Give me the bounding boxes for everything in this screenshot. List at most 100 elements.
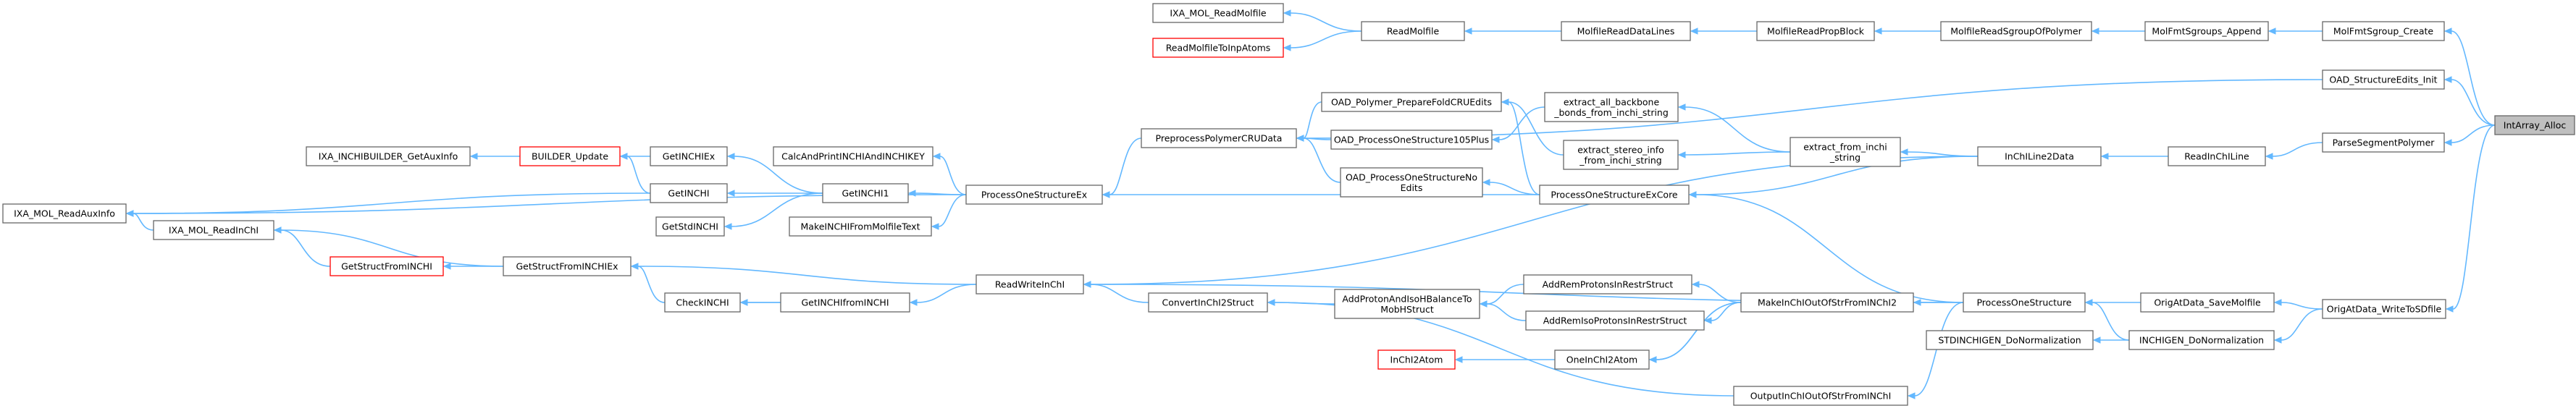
graph-edge-processonestructure-to-outputinchioutofstrfrominchi: [1907, 302, 1964, 399]
graph-node-makeinchifrommolfiletext[interactable]: MakeINCHIFromMolfileText: [789, 216, 932, 237]
graph-node-box: [2168, 146, 2266, 166]
graph-node-box: [976, 274, 1084, 295]
graph-node-ixa-inchibuilder-getauxinfo[interactable]: IXA_INCHIBUILDER_GetAuxInfo: [306, 146, 471, 166]
graph-edge-stdinchigen-donormalization-to-inchigen-donormalization: [2092, 336, 2129, 344]
graph-node-addremprotonsinrestrstruct[interactable]: AddRemProtonsInRestrStruct: [1523, 274, 1692, 295]
graph-node-label: OrigAtData_WriteToSDfile: [2327, 304, 2442, 315]
graph-edge-getinchifrominchi-to-checkinchi: [739, 299, 781, 306]
graph-node-readmolfile[interactable]: ReadMolfile: [1361, 21, 1465, 41]
graph-node-extract-stereo-info[interactable]: extract_stereo_info_from_inchi_string: [1563, 140, 1679, 170]
graph-node-addremisoprotonsinrestrstruct[interactable]: AddRemIsoProtonsInRestrStruct: [1525, 310, 1705, 331]
graph-edge-ixa-mol-readinchi-to-getstructfrominchiex: [273, 226, 504, 267]
graph-node-preprocesspolymercrudata[interactable]: PreprocessPolymerCRUData: [1141, 128, 1297, 148]
graph-edge-extract-from-inchi-string-to-inchiline2data: [1900, 148, 1979, 157]
graph-node-molfilereadsgroupofpolymer[interactable]: MolfileReadSgroupOfPolymer: [1940, 21, 2092, 41]
graph-node-box: [650, 183, 728, 203]
graph-node-inchiline2data[interactable]: InChILine2Data: [1977, 146, 2102, 166]
graph-node-oad-processonestructure105plus[interactable]: OAD_ProcessOneStructure105Plus: [1330, 130, 1493, 150]
graph-node-box: [1141, 128, 1297, 148]
graph-node-outputinchioutofstrfrominchi[interactable]: OutputInChIOutOfStrFromINChI: [1733, 386, 1908, 406]
graph-edge-convertinchi2struct-to-readwriteinchi: [1083, 281, 1149, 303]
graph-node-label: _from_inchi_string: [1579, 155, 1661, 166]
graph-node-label: extract_all_backbone: [1564, 96, 1660, 107]
graph-node-box: [2128, 330, 2275, 350]
graph-node-checkinchi[interactable]: CheckINCHI: [664, 292, 741, 313]
graph-edge-getstructfrominchiex-to-readwriteinchi: [630, 263, 977, 285]
graph-node-label: IXA_MOL_ReadAuxInfo: [14, 208, 115, 219]
graph-node-label: STDINCHIGEN_DoNormalization: [1938, 335, 2081, 346]
graph-edge-extract-stereo-info-to-extract-from-inchi-string: [1677, 151, 1791, 158]
graph-node-label: _bonds_from_inchi_string: [1553, 107, 1669, 118]
graph-edge-origatdata-writetosdfile-to-inchigen-donormalization: [2273, 308, 2323, 344]
graph-node-getinchifrominchi[interactable]: GetINCHIfromINCHI: [780, 292, 910, 313]
graph-node-convertinchi2struct[interactable]: ConvertInChI2Struct: [1148, 292, 1268, 313]
graph-node-calcandprintinchiandinchikey[interactable]: CalcAndPrintINCHIAndINCHIKEY: [773, 146, 934, 166]
graph-node-box: [655, 216, 725, 237]
graph-node-processonestructureexcore[interactable]: ProcessOneStructureExCore: [1539, 185, 1690, 205]
graph-node-readwriteinchi[interactable]: ReadWriteInChI: [976, 274, 1084, 295]
graph-node-oad-polymer-preparefoldcruedits[interactable]: OAD_Polymer_PrepareFoldCRUEdits: [1321, 92, 1502, 112]
graph-node-box: [2, 203, 127, 224]
graph-node-processonestructure[interactable]: ProcessOneStructure: [1963, 292, 2086, 313]
graph-node-molfilereaddatalines[interactable]: MolfileReadDataLines: [1561, 21, 1691, 41]
graph-node-extract-all-backbone[interactable]: extract_all_backbone_bonds_from_inchi_st…: [1544, 92, 1679, 122]
graph-node-inchi2atom[interactable]: InChI2Atom: [1377, 349, 1456, 370]
graph-edge-molfilereaddatalines-to-molfilereadpropblock: [1690, 27, 1757, 35]
graph-node-label: OAD_ProcessOneStructureNo: [1346, 171, 1477, 182]
graph-node-oneinchi2atom[interactable]: OneInChI2Atom: [1554, 349, 1650, 370]
graph-node-ixa-mol-readinchi[interactable]: IXA_MOL_ReadInChI: [153, 220, 274, 240]
graph-node-getinchiex[interactable]: GetINCHIEx: [650, 146, 728, 166]
graph-edge-parsesegmentpolymer-to-intarray-alloc: [2443, 124, 2496, 146]
graph-node-getinchi[interactable]: GetINCHI: [650, 183, 728, 203]
graph-node-label: IntArray_Alloc: [2504, 120, 2567, 131]
graph-node-ixa-mol-readauxinfo[interactable]: IXA_MOL_ReadAuxInfo: [2, 203, 127, 224]
graph-node-box: [1361, 21, 1465, 41]
graph-node-label: AddProtonAndIsoHBalanceTo: [1342, 293, 1472, 304]
graph-node-label: BUILDER_Update: [532, 151, 608, 162]
graph-edge-molfmtsgroups-append-to-molfmtsgroup-create: [2267, 27, 2323, 35]
graph-node-label: ReadInChILine: [2184, 151, 2249, 162]
graph-node-getinchi1[interactable]: GetINCHI1: [822, 183, 909, 203]
graph-node-getstructfrominchi[interactable]: GetStructFromINCHI: [330, 256, 444, 276]
graph-node-molfilereadpropblock[interactable]: MolfileReadPropBlock: [1756, 21, 1875, 41]
graph-node-label: GetStructFromINCHIEx: [516, 261, 618, 272]
graph-node-parsesegmentpolymer[interactable]: ParseSegmentPolymer: [2322, 132, 2445, 153]
graph-edge-preprocesspolymercrudata-to-oad-processonestructurenoedits: [1296, 135, 1341, 183]
graph-node-box: [664, 292, 741, 313]
graph-node-makeinchioutofstrfrominchi2[interactable]: MakeInChIOutOfStrFromINChI2: [1740, 292, 1914, 313]
graph-node-readmolfiletoinpatoms[interactable]: ReadMolfileToInpAtoms: [1152, 38, 1284, 58]
graph-edge-molfmtsgroup-create-to-intarray-alloc: [2443, 27, 2496, 126]
graph-node-extract-from-inchi-string[interactable]: extract_from_inchi_string: [1790, 137, 1901, 167]
graph-node-origatdata-writetosdfile[interactable]: OrigAtData_WriteToSDfile: [2322, 299, 2446, 319]
graph-node-label: OutputInChIOutOfStrFromINChI: [1750, 391, 1892, 402]
graph-node-molfmtsgroup-create[interactable]: MolFmtSgroup_Create: [2322, 21, 2445, 41]
graph-node-getstdinchi[interactable]: GetStdINCHI: [655, 216, 725, 237]
graph-node-builder-update[interactable]: BUILDER_Update: [519, 146, 621, 166]
graph-edge-getstructfrominchi-to-getstructfrominchiex: [442, 263, 503, 270]
graph-node-oad-structureedits-init[interactable]: OAD_StructureEdits_Init: [2322, 69, 2445, 90]
graph-node-box: [519, 146, 621, 166]
graph-node-readinchiline[interactable]: ReadInChILine: [2168, 146, 2266, 166]
graph-node-box: [2322, 132, 2445, 153]
graph-node-label: MolfileReadPropBlock: [1767, 26, 1865, 37]
graph-node-label: OAD_ProcessOneStructure105Plus: [1334, 135, 1489, 145]
graph-node-molfmtsgroups-append[interactable]: MolFmtSgroups_Append: [2144, 21, 2269, 41]
graph-node-box: [503, 256, 632, 276]
graph-node-origatdata-savemolfile[interactable]: OrigAtData_SaveMolfile: [2140, 292, 2275, 313]
graph-node-stdinchigen-donormalization[interactable]: STDINCHIGEN_DoNormalization: [1926, 330, 2094, 350]
graph-node-processonestructureex[interactable]: ProcessOneStructureEx: [965, 185, 1103, 205]
graph-edge-addprotonandisohbalancetomobhstruct-to-convertinchi2struct: [1267, 299, 1335, 306]
graph-node-inchigen-donormalization[interactable]: INCHIGEN_DoNormalization: [2128, 330, 2275, 350]
graph-node-box: [1152, 38, 1284, 58]
graph-node-intarray-alloc[interactable]: IntArray_Alloc: [2494, 115, 2575, 135]
graph-node-ixa-mol-readmolfile[interactable]: IXA_MOL_ReadMolfile: [1152, 3, 1284, 23]
graph-edge-readwriteinchi-to-inchiline2data: [1083, 156, 1979, 288]
graph-node-box: [2494, 115, 2575, 135]
graph-node-box: [1523, 274, 1692, 295]
graph-node-label: ConvertInChI2Struct: [1162, 297, 1254, 308]
graph-node-getstructfrominchiex[interactable]: GetStructFromINCHIEx: [503, 256, 632, 276]
graph-node-box: [153, 220, 274, 240]
